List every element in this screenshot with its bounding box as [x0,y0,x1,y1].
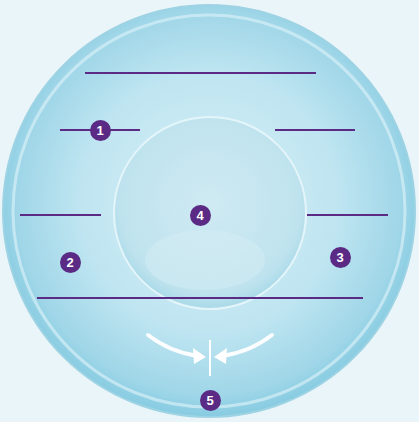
arrow-left [148,335,198,356]
callout-number: 1 [90,120,111,141]
label-lines [20,73,388,298]
optic-zone [114,117,306,309]
arrow-right [222,335,272,356]
callout-number: 2 [60,252,81,273]
label-line [85,72,316,74]
callout-number: 4 [190,205,211,226]
label-line [275,129,355,131]
callout-number: 5 [200,390,221,411]
arrow-head [193,348,206,364]
arrow-head [214,348,227,364]
lens-edge-highlight [13,15,405,407]
lens-outline [3,5,415,417]
callout-number: 3 [330,247,351,268]
edge-marker [209,340,211,376]
lens-reflection [145,230,265,290]
label-line [307,214,388,216]
label-line [37,297,363,299]
label-line [20,214,101,216]
